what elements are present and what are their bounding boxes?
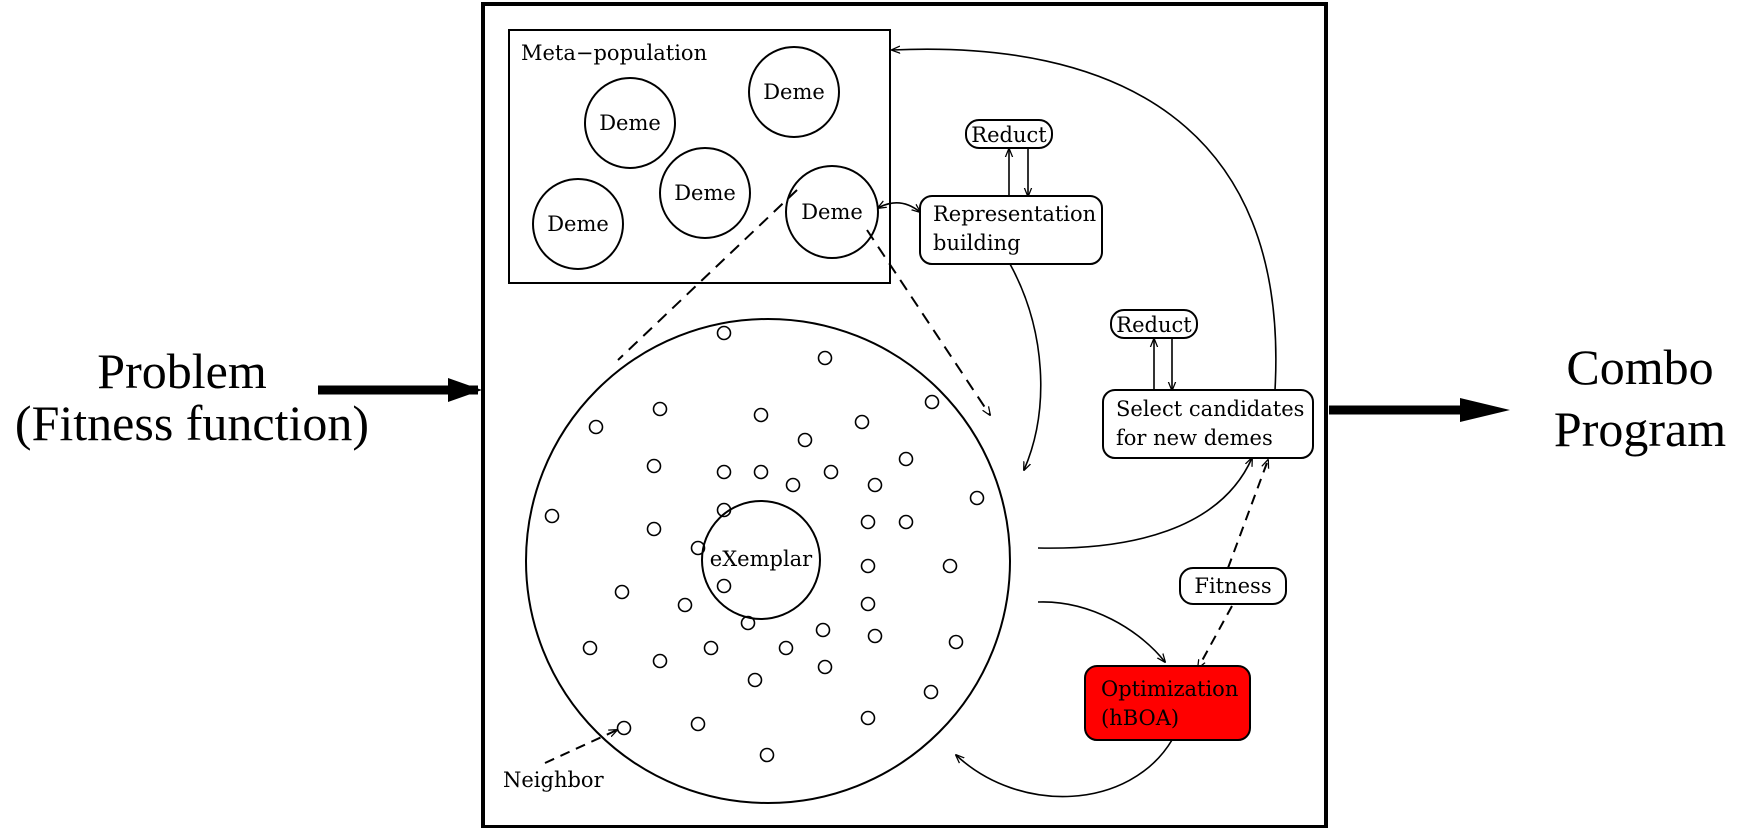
fitness-node <box>1179 567 1287 605</box>
deme-circle <box>584 77 676 169</box>
optimization-label-line2: (hBOA) <box>1101 706 1179 730</box>
moses-frame <box>481 2 1328 829</box>
input-label-line1: Problem <box>97 343 267 399</box>
deme-label: Deme <box>763 80 825 104</box>
deme-circle <box>748 46 840 138</box>
output-label-line2: Program <box>1554 401 1726 457</box>
representation-to-deme-arrow <box>1009 263 1042 470</box>
optimization-node <box>1084 665 1251 741</box>
select-label-line1: Select candidates <box>1116 397 1304 421</box>
reduct-node-bottom <box>1110 309 1198 339</box>
reduct-node-top <box>965 119 1053 149</box>
deme-to-select-arrow <box>1037 458 1252 549</box>
zoom-line-right <box>866 229 990 415</box>
metapopulation-title: Meta−population <box>521 41 707 65</box>
select-to-metapopulation-arrow <box>892 49 1277 391</box>
exemplar-circle <box>701 500 821 620</box>
metapopulation-box <box>508 29 891 284</box>
deme-label: Deme <box>599 111 661 135</box>
zoom-line-left <box>617 189 798 361</box>
neighbor-pointer <box>544 730 617 764</box>
neighbor-label: Neighbor <box>503 768 605 792</box>
input-arrow-head <box>448 378 482 402</box>
representation-label-line2: building <box>933 231 1021 255</box>
output-label-line1: Combo <box>1566 339 1713 395</box>
output-arrow-head <box>1460 398 1510 422</box>
deme-to-optimization-arrow <box>1037 601 1165 662</box>
reduct-label-bottom: Reduct <box>1116 313 1192 337</box>
fitness-to-optimization-arrow <box>1198 605 1233 668</box>
deme-label: Deme <box>674 181 736 205</box>
reduct-label-top: Reduct <box>971 123 1047 147</box>
expanded-deme-circle <box>525 318 1011 804</box>
deme-label: Deme <box>801 200 863 224</box>
deme-circle <box>532 178 624 270</box>
exemplar-label: eXemplar <box>710 547 813 571</box>
fitness-label: Fitness <box>1194 574 1271 598</box>
optimization-label-line1: Optimization <box>1101 677 1238 701</box>
select-candidates-node <box>1102 389 1314 459</box>
fitness-to-select-arrow <box>1227 460 1268 569</box>
deme-label: Deme <box>547 212 609 236</box>
select-label-line2: for new demes <box>1116 426 1273 450</box>
representation-building-node <box>919 195 1103 265</box>
deme-representation-arrow <box>878 203 920 212</box>
neighbor-points <box>544 325 985 763</box>
input-label-line2: (Fitness function) <box>15 395 369 451</box>
optimization-to-deme-arrow <box>956 739 1173 798</box>
deme-circle <box>659 147 751 239</box>
representation-label-line1: Representation <box>933 202 1096 226</box>
